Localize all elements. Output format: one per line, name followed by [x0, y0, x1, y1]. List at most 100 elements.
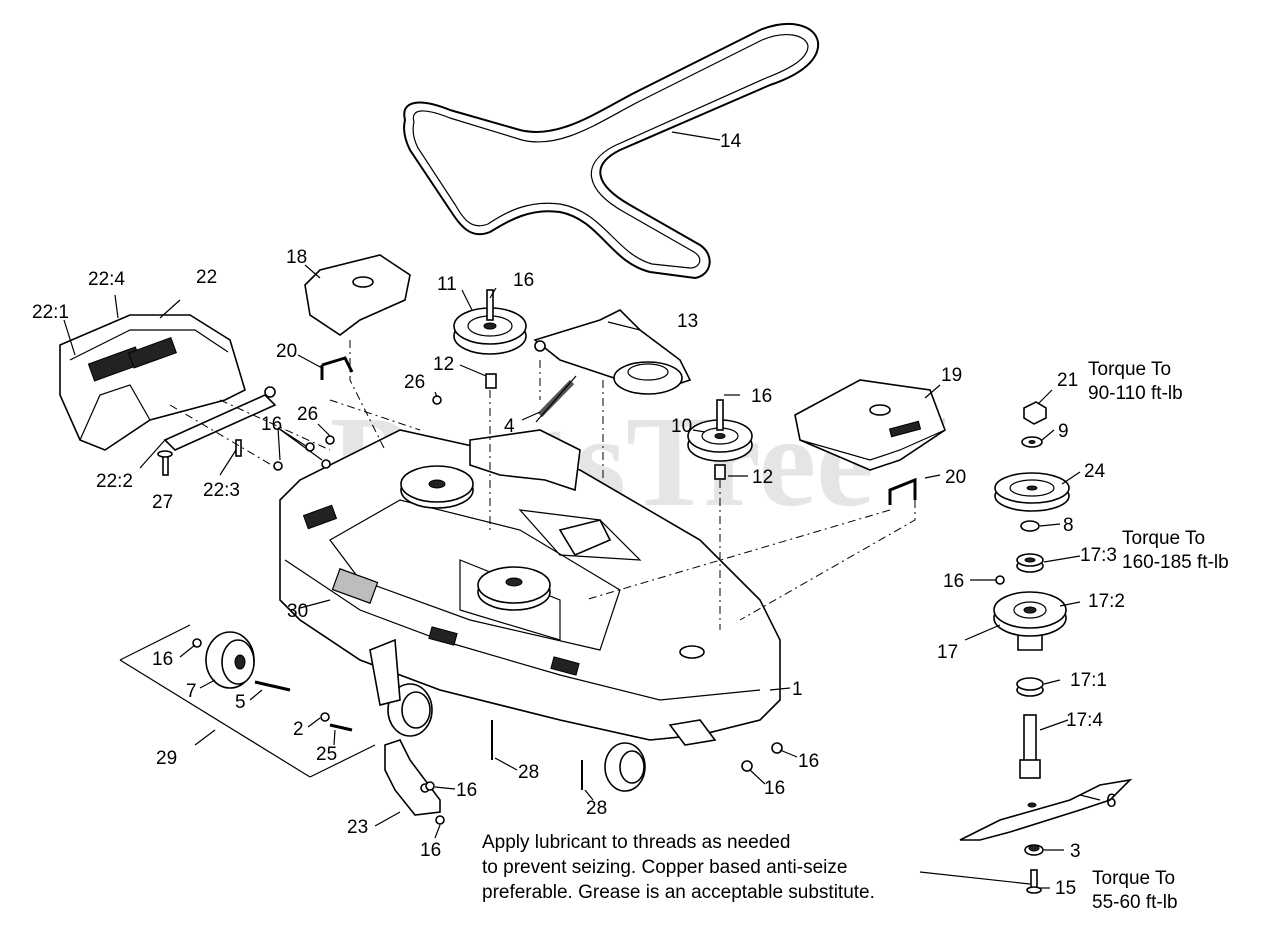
- callouts: 14 1 22 22:1 22:4 22:2 22:3 27 18 20 11 …: [32, 131, 1125, 899]
- callout-6: 6: [1106, 791, 1117, 812]
- torque-note-spindle-nut: Torque To 90-110 ft-lb: [1088, 359, 1183, 404]
- belt-cover-right-19: [794, 379, 946, 471]
- idler-pulley-10: [687, 399, 753, 462]
- callout-18: 18: [286, 247, 307, 268]
- axle-bolt-5: [254, 680, 291, 692]
- callout-12a: 12: [433, 354, 454, 375]
- nut-16e: [741, 760, 753, 772]
- nut-16i: [995, 575, 1005, 585]
- callout-22-3: 22:3: [203, 480, 240, 501]
- assembly-lines: [169, 340, 916, 630]
- callout-8: 8: [1063, 515, 1074, 536]
- callout-25: 25: [316, 744, 337, 765]
- callout-10: 10: [671, 416, 692, 437]
- bolt-25: [329, 723, 353, 732]
- callout-28a: 28: [518, 762, 539, 783]
- wheel-bracket: [369, 638, 401, 706]
- callout-16h: 16: [764, 778, 785, 799]
- rod-20a: [320, 356, 354, 380]
- callout-11: 11: [437, 274, 457, 295]
- nut-16g: [435, 815, 445, 825]
- idler-pulley-11: [453, 289, 527, 355]
- spindle-shaft-17-4: [1019, 714, 1041, 779]
- torque-note-blade-bolt: Torque To 55-60 ft-lb: [1092, 868, 1178, 913]
- nut-16a: [273, 461, 283, 471]
- callout-16e: 16: [456, 780, 477, 801]
- bearing-17-1: [1016, 677, 1044, 697]
- idler-spring: [535, 375, 577, 423]
- nut-16c: [321, 459, 331, 469]
- callout-9: 9: [1058, 421, 1069, 442]
- nut-16d: [771, 742, 783, 754]
- callout-17-4: 17:4: [1066, 710, 1103, 731]
- callout-20b: 20: [945, 467, 966, 488]
- callout-3: 3: [1070, 841, 1081, 862]
- deck-pulley-center: [477, 566, 551, 611]
- callout-14: 14: [720, 131, 742, 152]
- callout-28b: 28: [586, 798, 607, 819]
- callout-22: 22: [196, 267, 217, 288]
- bolt-26b: [325, 435, 335, 445]
- callout-16f: 16: [420, 840, 441, 861]
- callout-30: 30: [287, 601, 308, 622]
- callout-7: 7: [186, 681, 197, 702]
- callout-22-1: 22:1: [32, 302, 69, 323]
- callout-21: 21: [1057, 370, 1078, 391]
- deck-pulley-left: [400, 465, 474, 509]
- spindle-nut-21: [1023, 401, 1047, 425]
- callout-17: 17: [937, 642, 958, 663]
- callout-29: 29: [156, 748, 177, 769]
- callout-19: 19: [941, 365, 962, 386]
- lubricant-note: Apply lubricant to threads as needed to …: [482, 832, 875, 903]
- pin-27: [162, 454, 169, 476]
- callout-24: 24: [1084, 461, 1106, 482]
- discharge-chute-22: [59, 314, 246, 451]
- nut-16f: [425, 781, 435, 791]
- rod-20b: [888, 477, 917, 505]
- bearing-17-3: [1016, 553, 1044, 573]
- callout-13: 13: [677, 311, 698, 332]
- blade-6: [959, 778, 1133, 841]
- callout-15: 15: [1055, 878, 1076, 899]
- callout-23: 23: [347, 817, 368, 838]
- idler-bracket: [469, 429, 612, 557]
- callout-16g: 16: [798, 751, 819, 772]
- callout-27: 27: [152, 492, 173, 513]
- leader-lines: [63, 131, 1101, 889]
- callout-20a: 20: [276, 341, 297, 362]
- torque-note-3-line2: 55-60 ft-lb: [1092, 892, 1178, 913]
- drive-belt: [403, 23, 820, 280]
- deck-wheel-right: [604, 742, 646, 792]
- torque-note-spindle-housing: Torque To 160-185 ft-lb: [1122, 528, 1229, 573]
- callout-1: 1: [792, 679, 803, 700]
- spacer-12b: [714, 464, 726, 480]
- anti-scalp-bracket-23: [384, 739, 441, 816]
- callout-17-1: 17:1: [1070, 670, 1107, 691]
- washer-2: [320, 712, 330, 722]
- torque-note-2-line1: Torque To: [1122, 528, 1205, 549]
- blade-washer-3: [1024, 844, 1044, 856]
- lubricant-note-line2: to prevent seizing. Copper based anti-se…: [482, 857, 847, 878]
- callout-16d: 16: [152, 649, 173, 670]
- spacer-8: [1020, 520, 1040, 532]
- torque-note-1-line2: 90-110 ft-lb: [1088, 383, 1183, 404]
- callout-22-4: 22:4: [88, 269, 125, 290]
- callout-12b: 12: [752, 467, 773, 488]
- callout-16b: 16: [261, 414, 282, 435]
- callout-26a: 26: [404, 372, 425, 393]
- lubricant-note-line3: preferable. Grease is an acceptable subs…: [482, 882, 875, 903]
- torque-note-3-line1: Torque To: [1092, 868, 1175, 889]
- callout-2: 2: [293, 719, 304, 740]
- pin-27-head: [157, 450, 173, 458]
- idler-arm-13: [533, 309, 692, 395]
- belt-cover-left-18: [304, 254, 411, 336]
- lubricant-note-line1: Apply lubricant to threads as needed: [482, 832, 790, 853]
- bolt-26a: [432, 395, 442, 405]
- callout-17-2: 17:2: [1088, 591, 1125, 612]
- callout-17-3: 17:3: [1080, 545, 1117, 566]
- blade-bolt-15: [1026, 869, 1042, 894]
- chute-bracket: [163, 386, 277, 451]
- torque-note-1-line1: Torque To: [1088, 359, 1171, 380]
- washer-9: [1021, 436, 1043, 448]
